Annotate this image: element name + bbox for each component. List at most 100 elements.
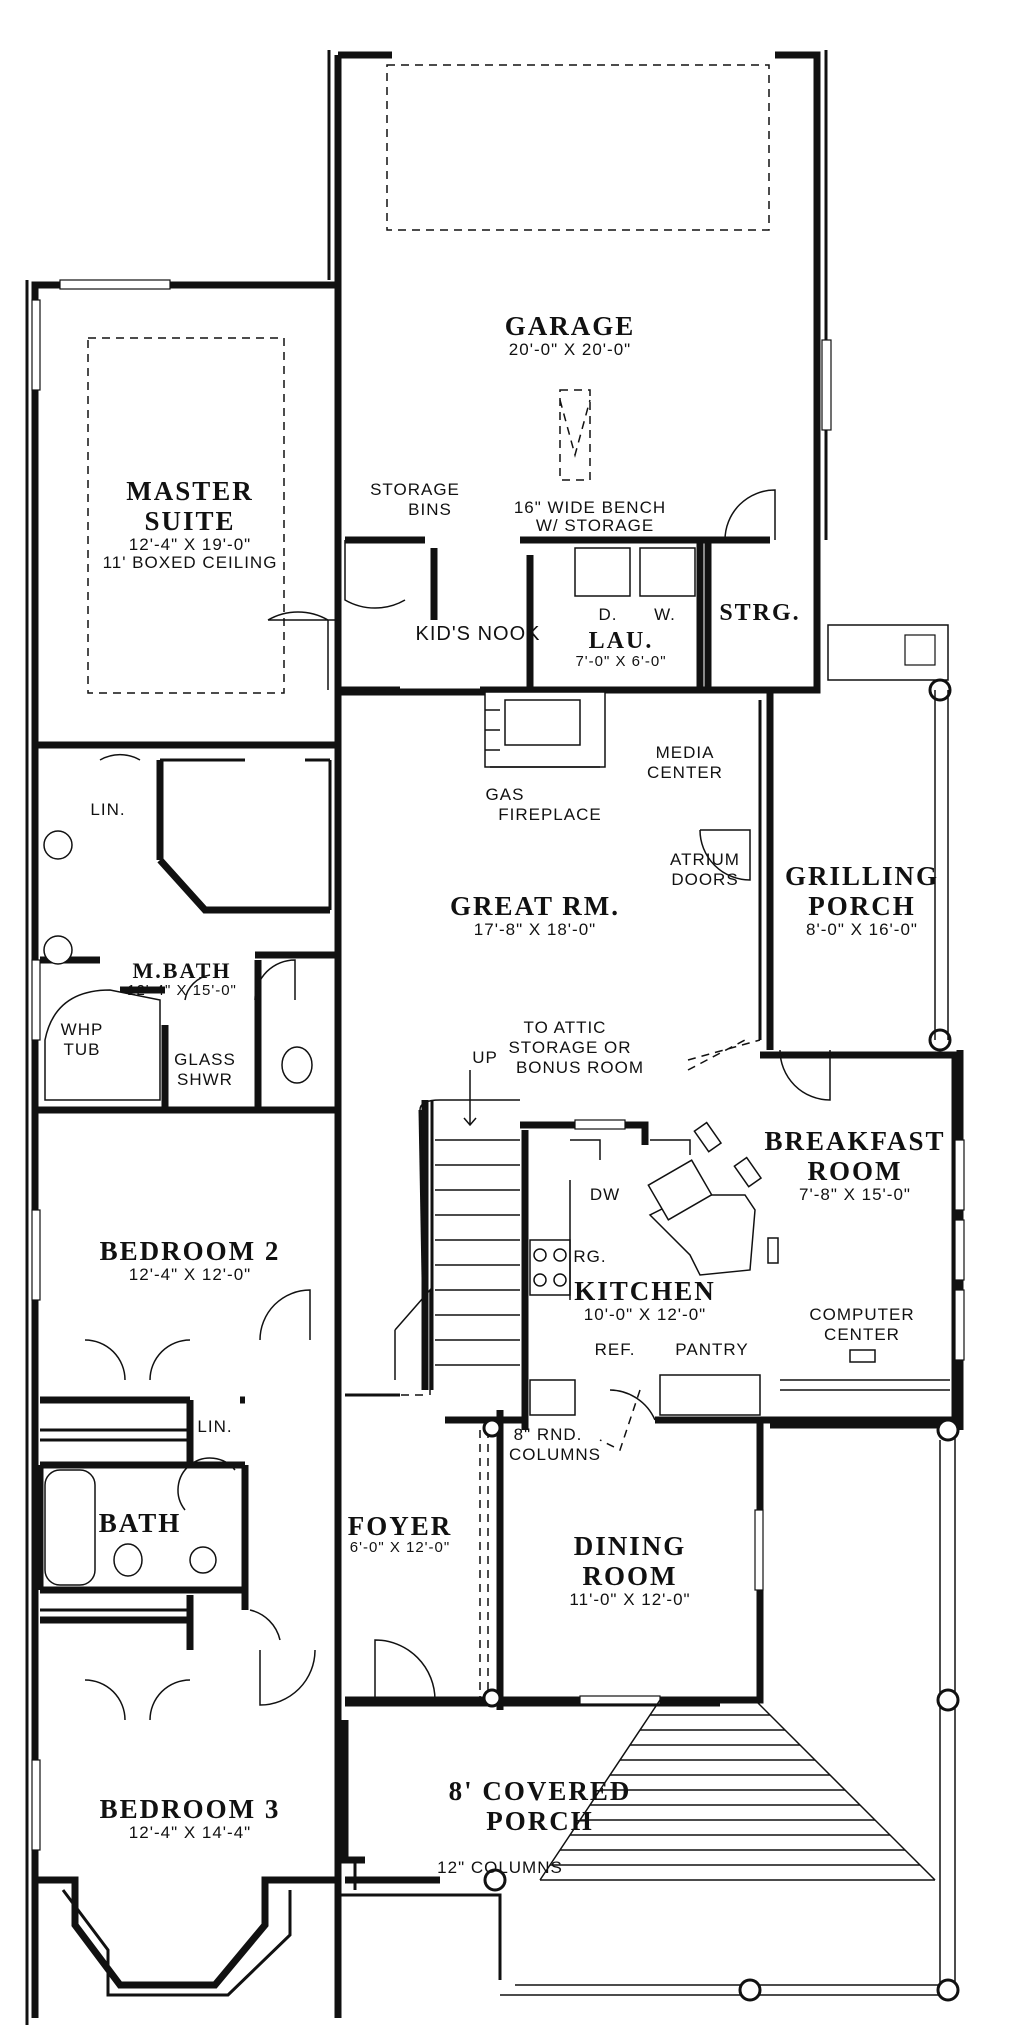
- refrigerator-icon: [529, 1379, 576, 1416]
- grilling-porch-name-2: PORCH: [808, 891, 916, 921]
- bathtub-icon: [44, 1469, 96, 1586]
- porch-walls: [341, 1720, 440, 1884]
- bedroom3-walls: [35, 1720, 342, 1989]
- dryer-icon: [574, 547, 631, 597]
- washer-label: W.: [654, 605, 676, 624]
- master-bath-name: M.BATH: [133, 958, 232, 983]
- breakfast-name-2: ROOM: [808, 1156, 903, 1186]
- walls: [25, 50, 964, 2025]
- breakfast-name-1: BREAKFAST: [764, 1126, 945, 1156]
- master-suite-name-1: MASTER: [126, 476, 254, 506]
- attic-note-3: BONUS ROOM: [516, 1058, 644, 1077]
- linen-master-label: LIN.: [90, 800, 125, 819]
- sink-icon: [43, 830, 73, 860]
- master-suite-note: 11' BOXED CEILING: [103, 553, 278, 572]
- covered-porch-name-2: PORCH: [486, 1806, 594, 1836]
- nook-walls: [340, 536, 770, 696]
- range-label: RG.: [573, 1247, 606, 1266]
- dashed-lines: [87, 64, 770, 1700]
- bath-name: BATH: [99, 1508, 182, 1538]
- kitchen-sink-icon: [647, 1159, 713, 1221]
- computer-note-1: COMPUTER: [809, 1305, 914, 1324]
- foyer-dim: 6'-0" X 12'-0": [350, 1539, 450, 1556]
- doors: [84, 489, 831, 1721]
- dining-name-2: ROOM: [583, 1561, 678, 1591]
- covered-porch-name-1: 8' COVERED: [449, 1776, 632, 1806]
- range-icon: [529, 1239, 571, 1296]
- breakfast-dim: 7'-8" X 15'-0": [799, 1185, 911, 1204]
- chair-icon: [767, 1237, 779, 1264]
- sink-icon: [43, 935, 73, 965]
- chair-icon: [693, 1121, 723, 1153]
- toilet-icon: [281, 1046, 313, 1084]
- garage-name: GARAGE: [505, 311, 636, 341]
- dining-name-1: DINING: [574, 1531, 687, 1561]
- bedroom3-dim: 12'-4" X 14'-4": [129, 1823, 251, 1842]
- bench-note-1: 16" WIDE BENCH: [514, 498, 666, 517]
- whirlpool-tub-icon: [44, 989, 161, 1101]
- chair-icon: [733, 1156, 763, 1188]
- garage-dim: 20'-0" X 20'-0": [509, 340, 631, 359]
- columns12-note: 12" COLUMNS: [437, 1858, 563, 1877]
- column-icon: [928, 678, 952, 702]
- dw-label: DW: [590, 1185, 620, 1204]
- kitchen-name: KITCHEN: [574, 1276, 716, 1306]
- media-note-2: CENTER: [647, 763, 723, 782]
- column-icon: [936, 1418, 960, 1442]
- master-suite-dim: 12'-4" X 19'-0": [129, 535, 251, 554]
- great-room-name: GREAT RM.: [450, 891, 620, 921]
- bedroom2-name: BEDROOM 2: [100, 1236, 281, 1266]
- sink-icon: [189, 1546, 217, 1574]
- storage-bins-note-2: BINS: [408, 500, 452, 519]
- up-label: UP: [472, 1048, 498, 1067]
- fireplace-icon: [484, 691, 606, 768]
- kitchen-dim: 10'-0" X 12'-0": [584, 1305, 706, 1324]
- whp-note-1: WHP: [61, 1020, 104, 1039]
- master-suite-name-2: SUITE: [144, 506, 235, 536]
- dining-dim: 11'-0" X 12'-0": [569, 1590, 690, 1609]
- toilet-icon: [113, 1543, 143, 1577]
- master-bath-dim: 12'-4" X 15'-0": [127, 982, 237, 999]
- atrium-note-1: ATRIUM: [670, 850, 740, 869]
- storage-bins-note-1: STORAGE: [370, 480, 460, 499]
- great-room-dim: 17'-8" X 18'-0": [474, 920, 596, 939]
- computer-note-2: CENTER: [824, 1325, 900, 1344]
- whp-note-2: TUB: [64, 1040, 101, 1059]
- fixtures: [43, 547, 950, 1881]
- stairs: [394, 1099, 520, 1395]
- kids-nook-label: KID'S NOOK: [416, 623, 541, 645]
- columns: [482, 624, 960, 2002]
- computer-icon: [849, 1349, 876, 1363]
- attic-note-1: TO ATTIC: [524, 1018, 607, 1037]
- column-icon: [482, 1418, 502, 1438]
- bedroom2-dim: 12'-4" X 12'-0": [129, 1265, 251, 1284]
- column-icon: [483, 1868, 507, 1892]
- column-icon: [928, 1028, 952, 1052]
- media-note-1: MEDIA: [656, 743, 715, 762]
- column-icon: [738, 1978, 762, 2002]
- garage-walls: [334, 51, 821, 694]
- linen-hall-label: LIN.: [197, 1417, 232, 1436]
- gas-note-2: FIREPLACE: [498, 805, 601, 824]
- rnd-columns-note-2: COLUMNS: [509, 1445, 601, 1464]
- ref-label: REF.: [595, 1340, 636, 1359]
- atrium-note-2: DOORS: [671, 870, 738, 889]
- attic-note-2: STORAGE OR: [508, 1038, 631, 1057]
- foyer-name: FOYER: [348, 1511, 453, 1541]
- laundry-name: LAU.: [589, 628, 654, 654]
- dryer-label: D.: [599, 605, 618, 624]
- grilling-porch-dim: 8'-0" X 16'-0": [806, 920, 918, 939]
- gas-note-1: GAS: [486, 785, 525, 804]
- windows: [31, 279, 965, 1851]
- bath-walls: [36, 1465, 249, 1650]
- grilling-porch-name-1: GRILLING: [785, 861, 939, 891]
- laundry-dim: 7'-0" X 6'-0": [575, 653, 666, 670]
- porch-steps: [539, 1699, 936, 1881]
- storage-name: STRG.: [719, 600, 800, 626]
- pantry-label: PANTRY: [675, 1340, 748, 1359]
- column-icon: [936, 1978, 960, 2002]
- washer-icon: [639, 547, 696, 597]
- bench-note-2: W/ STORAGE: [536, 516, 654, 535]
- bedroom3-name: BEDROOM 3: [100, 1794, 281, 1824]
